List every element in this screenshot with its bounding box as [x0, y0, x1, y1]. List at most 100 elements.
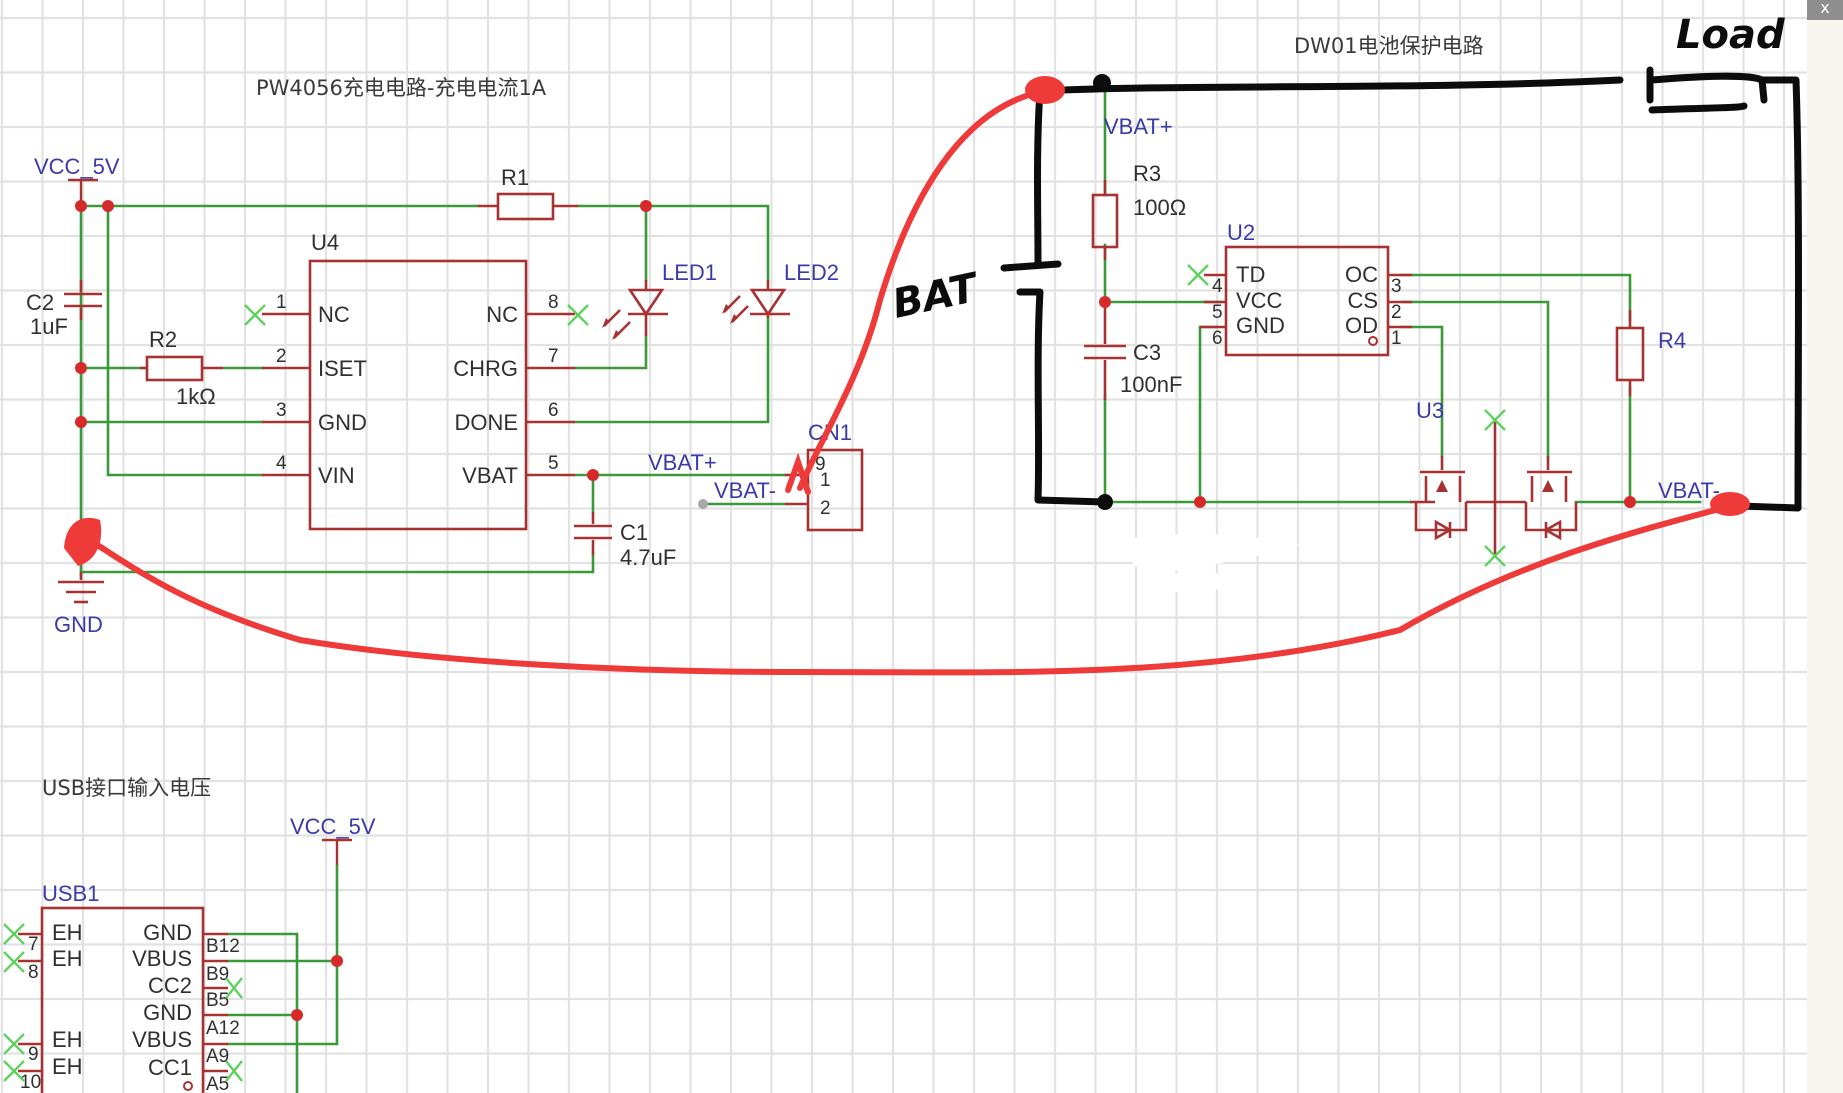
pin-name: OC [1345, 262, 1378, 287]
capacitor-c1[interactable]: C1 4.7uF [574, 512, 676, 570]
junction-dot [1194, 496, 1206, 508]
ic-u2-dw01[interactable]: U2 4 TD 5 VCC 6 GND 3 OC 2 CS 1 [1200, 220, 1412, 357]
junction-dot [587, 469, 599, 481]
u4-pin-4: 4 VIN [262, 453, 355, 488]
pin-number: 8 [548, 292, 559, 313]
pin-number: A12 [206, 1018, 240, 1039]
c3-value: 100nF [1120, 372, 1182, 397]
junction-dot [75, 200, 87, 212]
red-marker-dot [1025, 76, 1065, 104]
ink-wire-battery-bottom [1016, 288, 1109, 506]
usb1-pin-a5: A5 CC1 [148, 1055, 229, 1093]
u4-pin-8: 8 NC [486, 292, 575, 327]
no-connect-icon [567, 304, 589, 326]
pin-number: B5 [206, 990, 229, 1011]
no-connect-icon [1484, 409, 1506, 431]
c1-value: 4.7uF [620, 545, 676, 570]
r1-ref: R1 [501, 165, 529, 190]
junctions-usb [291, 955, 343, 1021]
battery-plate-long [1000, 260, 1062, 272]
pin-name: VBAT [462, 463, 518, 488]
junctions-charger [75, 200, 652, 481]
junction-dot [75, 362, 87, 374]
no-connect-markers-charger [244, 304, 589, 326]
gnd-power-port[interactable]: GND [54, 572, 104, 637]
pin-name: VBUS [132, 946, 192, 971]
load-label: Load [1676, 12, 1785, 58]
no-connect-marker-td [1187, 264, 1209, 286]
u4-pin-2: 2 ISET [262, 346, 367, 381]
u2-pin-3: 3 OC [1345, 262, 1412, 297]
c3-ref: C3 [1133, 340, 1161, 365]
capacitor-c3[interactable]: C3 100nF [1084, 302, 1182, 400]
red-arrow-gnd-to-vbat-minus [87, 501, 1741, 676]
u4-pin-3: 3 GND [262, 400, 367, 435]
pin-name: CC1 [148, 1055, 192, 1080]
pin-number: 2 [276, 346, 287, 367]
red-arrowhead [785, 452, 811, 495]
u2-pin-6: 6 GND [1200, 313, 1285, 349]
pin-name: GND [143, 920, 192, 945]
pin-name: ISET [318, 356, 367, 381]
vcc-5v-power-port-usb[interactable]: VCC_5V [290, 814, 376, 866]
led-led2[interactable]: LED2 [722, 260, 839, 324]
red-marker-dot [1710, 492, 1750, 516]
pin-number: 6 [548, 400, 559, 421]
junction-dot [640, 200, 652, 212]
usb1-pin-8: 8 EH [18, 946, 83, 983]
no-connect-icon [3, 1033, 25, 1055]
resistor-r4[interactable]: R4 [1615, 310, 1686, 396]
resistor-r1[interactable]: R1 [478, 165, 578, 221]
resistor-r2[interactable]: R2 1kΩ [140, 327, 223, 409]
r3-ref: R3 [1133, 161, 1161, 186]
pin-number: 4 [276, 453, 287, 474]
mosfet-u3[interactable]: U3 [1410, 398, 1578, 556]
pin-name: CHRG [453, 356, 518, 381]
ic-u4-pw4056[interactable]: U4 1 NC 2 ISET 3 GND 4 VIN 8 NC [262, 230, 575, 531]
led-led1[interactable]: LED1 [602, 260, 717, 340]
erased-area [1112, 534, 1300, 593]
protection-section-title: DW01电池保护电路 [1294, 34, 1484, 58]
no-connect-icon [225, 977, 243, 999]
gnd-net-label: GND [54, 612, 103, 637]
pin-name: VIN [318, 463, 355, 488]
inverted-pin-marker [183, 1081, 193, 1091]
no-connect-icon [3, 923, 25, 945]
pin-number: B9 [206, 964, 229, 985]
usb1-pin-7: 7 EH [18, 920, 83, 955]
pin-number: 1 [1391, 328, 1402, 349]
usb-connector-usb1[interactable]: USB1 7 EH 8 EH 9 EH 10 EH B12 GND B [18, 881, 240, 1093]
vcc-5v-power-port[interactable]: VCC_5V [34, 154, 120, 206]
u2-pin-4: 4 TD [1204, 262, 1265, 297]
light-emission-icon [722, 295, 749, 324]
pin-name: VBUS [132, 1027, 192, 1052]
vcc-net-label: VCC_5V [34, 154, 120, 179]
resistor-r3[interactable]: R3 100Ω [1091, 161, 1186, 260]
red-arrowhead-gnd [64, 517, 102, 566]
c1-ref: C1 [620, 520, 648, 545]
ink-wire-right [1736, 76, 1802, 512]
pin-name: GND [318, 410, 367, 435]
pin-number: 10 [20, 1072, 41, 1093]
no-connect-markers-u3 [1484, 409, 1506, 567]
u2-ref: U2 [1227, 220, 1255, 245]
pin-name: NC [318, 302, 350, 327]
pin-number: 1 [276, 292, 287, 313]
junction-dot [331, 955, 343, 967]
pin-name: GND [143, 1000, 192, 1025]
c2-ref: C2 [26, 290, 54, 315]
no-connect-markers-usb [3, 923, 243, 1082]
pin-name: GND [1236, 313, 1285, 338]
close-button[interactable]: x [1807, 0, 1843, 20]
pin-name: EH [52, 1054, 83, 1079]
usb1-pin-10: 10 EH [18, 1054, 83, 1093]
pin-name: DONE [454, 410, 518, 435]
vcc-usb-net-label: VCC_5V [290, 814, 376, 839]
capacitor-c2[interactable]: C2 1uF [26, 280, 102, 339]
pin-number: 7 [28, 934, 39, 955]
usb1-pin-a12: A12 GND [143, 1000, 240, 1039]
pin-number: 5 [548, 453, 559, 474]
pin-number: A5 [206, 1074, 229, 1093]
